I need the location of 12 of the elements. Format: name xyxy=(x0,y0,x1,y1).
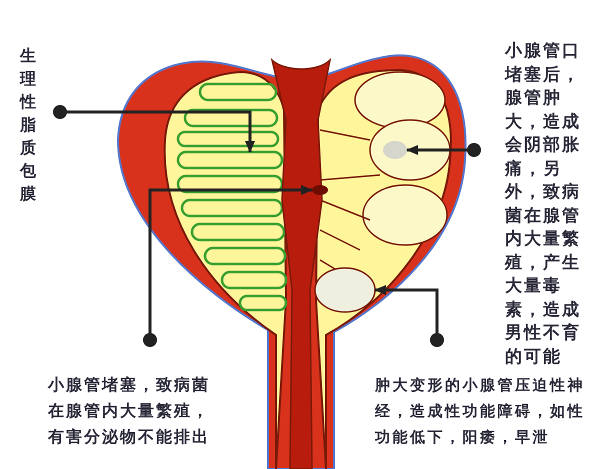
callout-text: 小腺管口堵塞后，腺管肿大，造成会阴部胀痛，另外，致病菌在腺管内大量繁殖，产生大量毒素，造成男性不育的可能 xyxy=(505,40,591,369)
leader-line xyxy=(53,105,255,153)
callout-text: 小腺管堵塞，致病菌在腺管内大量繁殖，有害分泌物不能排出 xyxy=(48,372,214,450)
gland-lumen xyxy=(383,141,407,159)
gland-tubule xyxy=(176,150,284,170)
callout-text: 肿大变形的小腺管压迫性神经，造成性功能障碍，如性功能低下，阳痿，早泄 xyxy=(375,372,589,450)
leader-line xyxy=(143,185,313,347)
leader-line xyxy=(374,285,444,347)
leader-line xyxy=(406,143,481,157)
duct-opening xyxy=(312,185,328,195)
enlarged-gland xyxy=(314,267,376,313)
callout-text: 生理性脂质包膜 xyxy=(20,44,40,205)
